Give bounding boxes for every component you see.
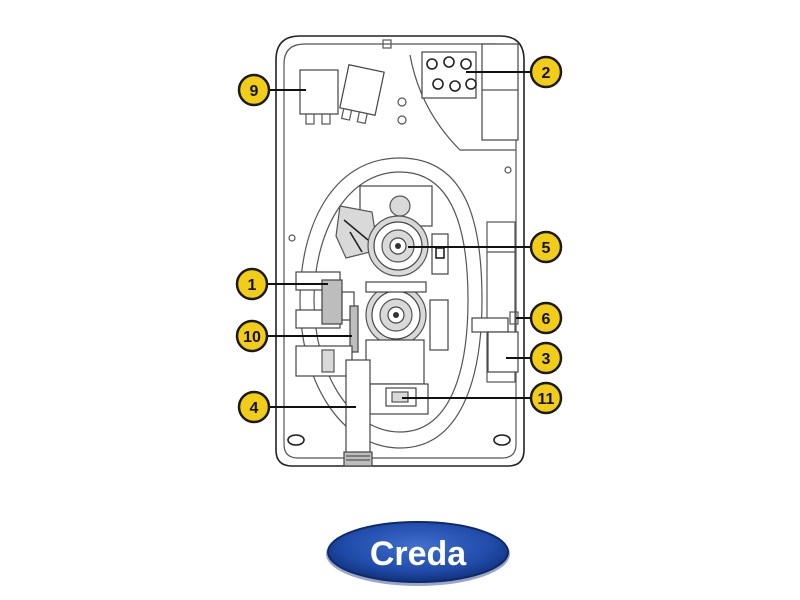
callout-10: 10	[235, 319, 269, 353]
mounting-holes	[287, 166, 512, 446]
callout-6: 6	[529, 301, 563, 335]
svg-text:1: 1	[248, 277, 257, 294]
callout-5: 5	[529, 230, 563, 264]
callout-2: 2	[529, 55, 563, 89]
leader-lines	[266, 71, 534, 408]
svg-text:4: 4	[250, 400, 259, 417]
side-bracket	[471, 221, 519, 383]
svg-text:5: 5	[542, 240, 551, 257]
callout-11: 11	[529, 381, 563, 415]
svg-text:9: 9	[250, 83, 259, 100]
terminal-block	[409, 43, 519, 151]
svg-text:6: 6	[542, 311, 551, 328]
outlet-pipe	[343, 359, 373, 467]
callout-1: 1	[235, 267, 269, 301]
relay-components	[299, 39, 407, 125]
thermal-sensor	[295, 305, 359, 377]
creda-logo: Creda	[326, 521, 510, 586]
oval-chamber	[299, 157, 483, 449]
svg-text:2: 2	[542, 65, 551, 82]
callout-9: 9	[237, 73, 271, 107]
svg-text:3: 3	[542, 351, 551, 368]
callout-4: 4	[237, 390, 271, 424]
svg-text:10: 10	[243, 329, 261, 346]
left-bracket	[295, 271, 355, 329]
callout-3: 3	[529, 341, 563, 375]
svg-text:11: 11	[538, 391, 555, 408]
svg-text:Creda: Creda	[370, 535, 467, 573]
